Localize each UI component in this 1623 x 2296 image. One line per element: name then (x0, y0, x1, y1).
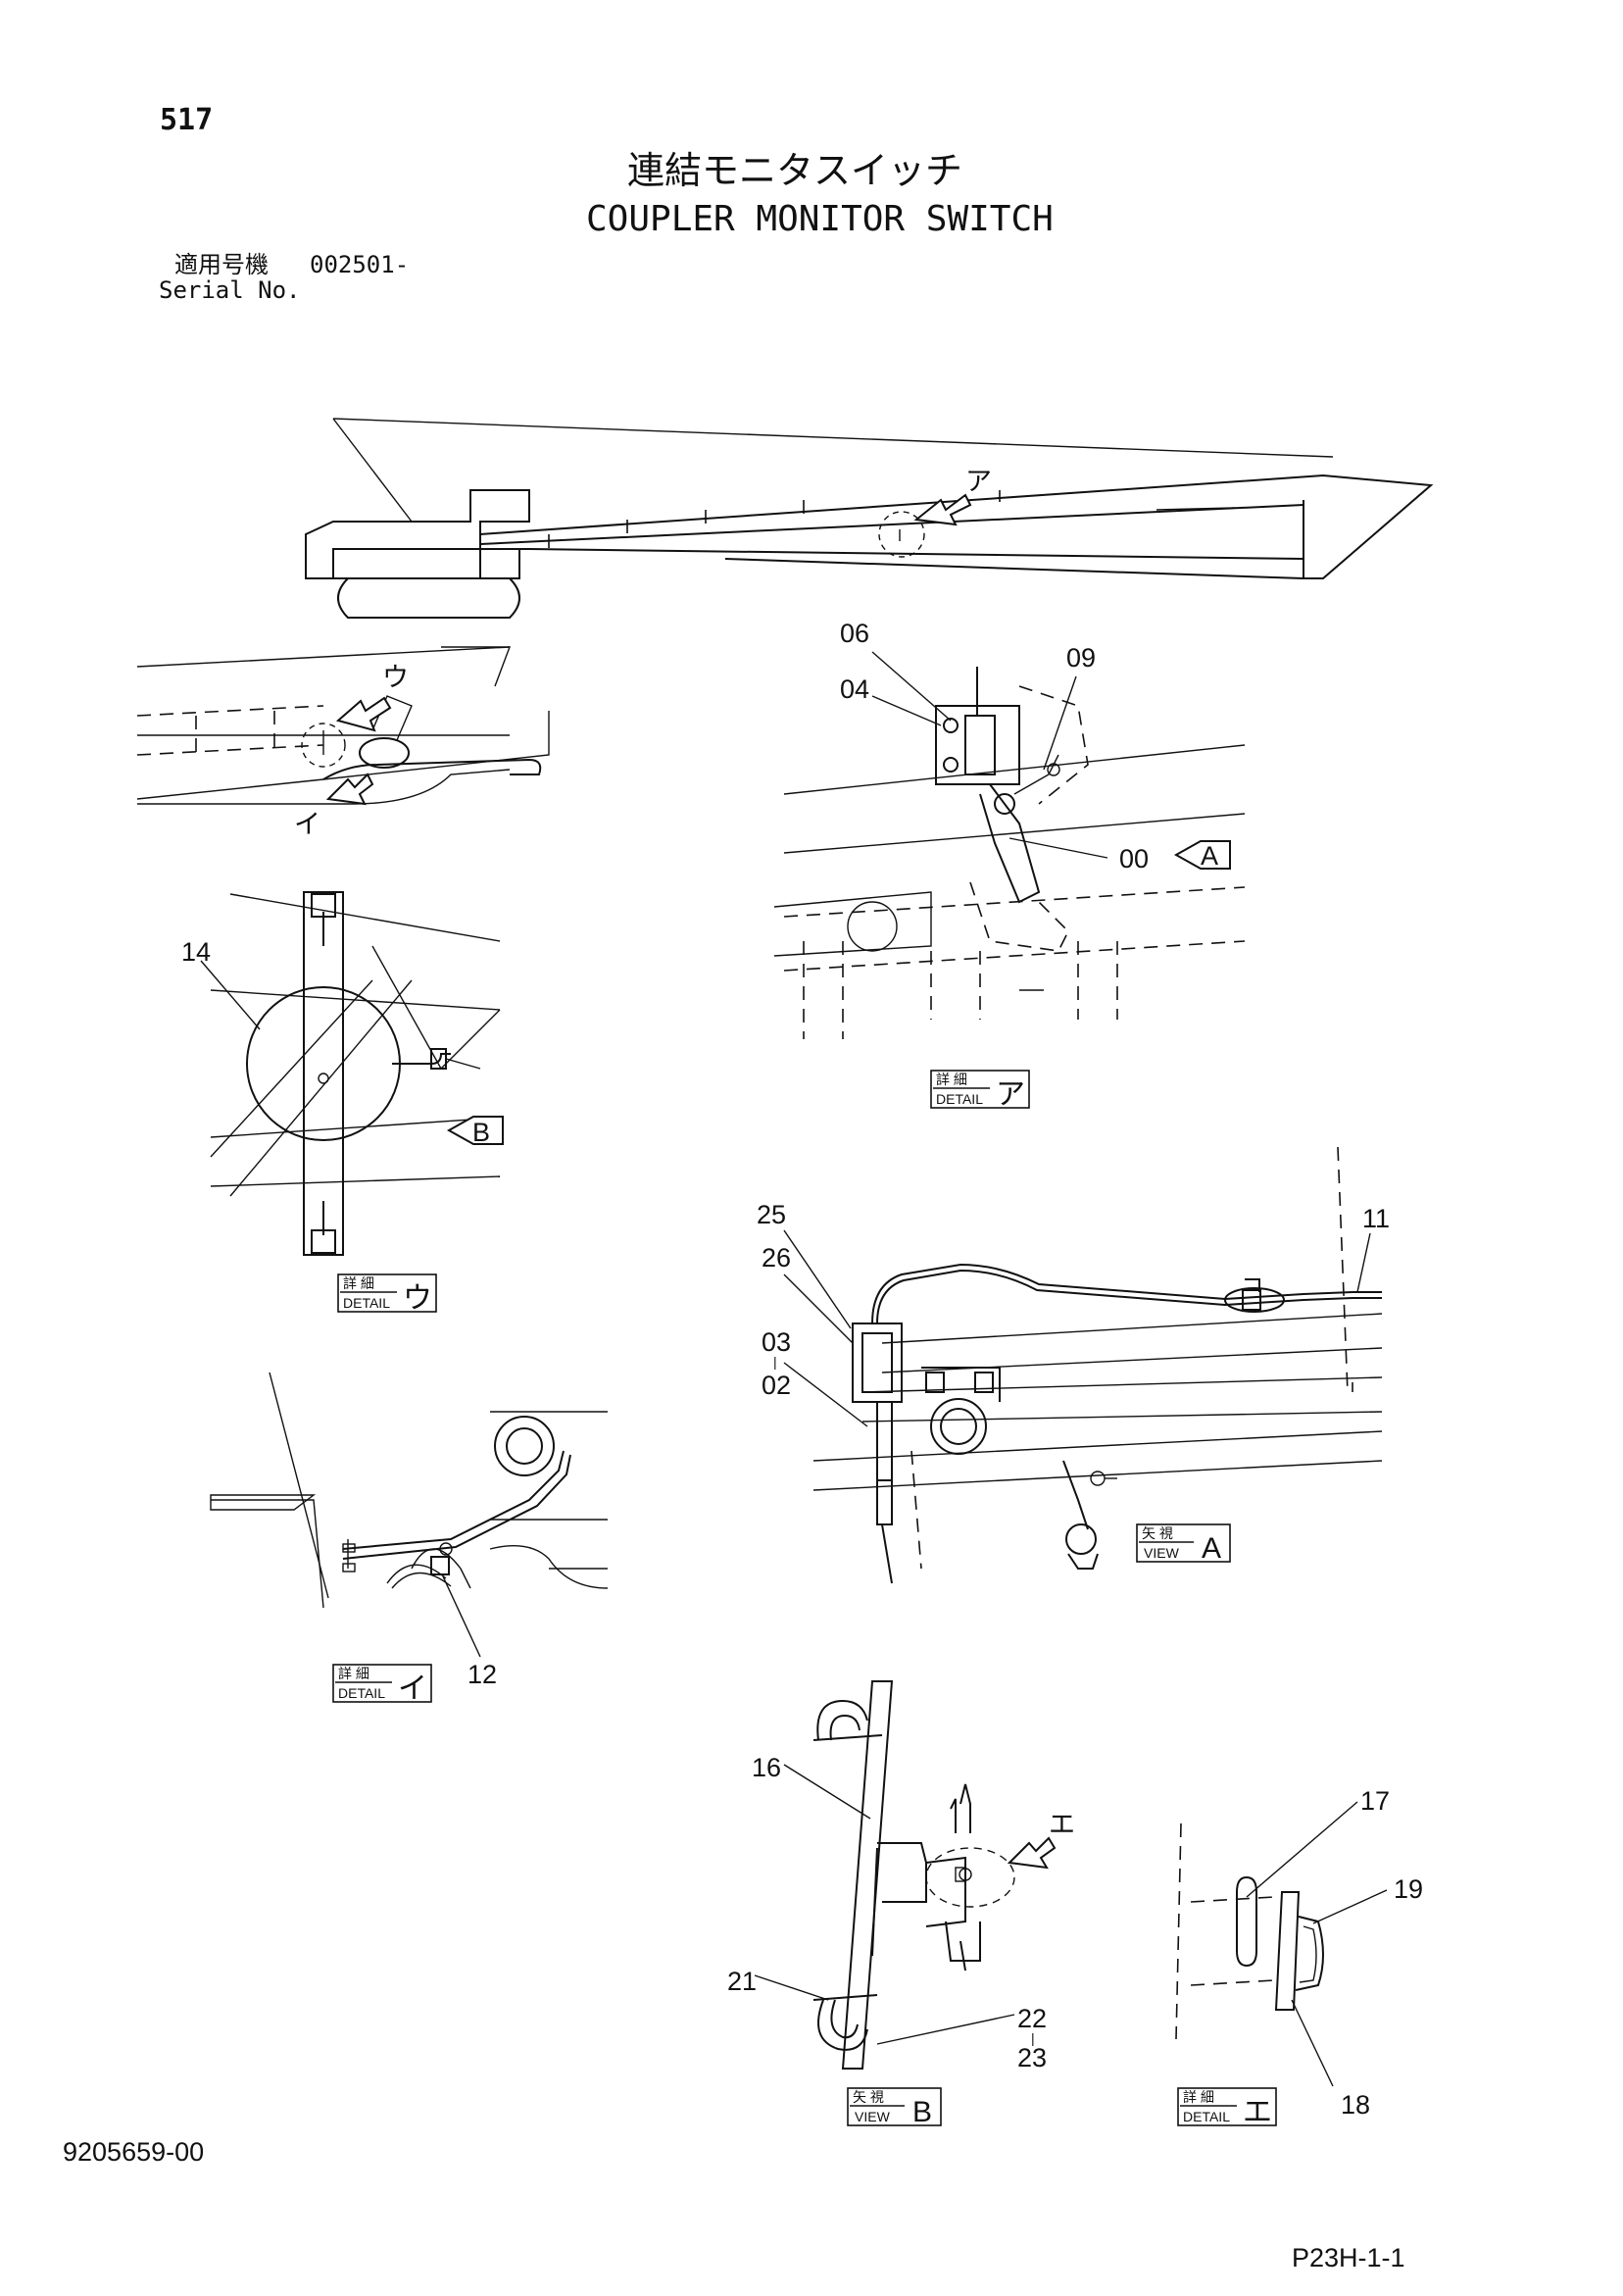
marker-arrow-a (913, 493, 972, 526)
callout-22: 22 (1017, 2004, 1047, 2033)
view-a-label: 矢 視 VIEW A (1136, 1523, 1231, 1565)
callout-separator-02-03: | (773, 1354, 777, 1370)
view-b-drawing (812, 1680, 1015, 2070)
detail-u-label-jp: 詳 細 (343, 1275, 374, 1291)
view-a-label-jp: 矢 視 (1142, 1525, 1173, 1541)
detail-a-label-jp: 詳 細 (936, 1072, 967, 1087)
detail-u-label-mark: ウ (403, 1282, 432, 1315)
callout-19: 19 (1394, 1874, 1423, 1904)
callout-25: 25 (757, 1200, 786, 1229)
title-japanese: 連結モニタスイッチ (627, 149, 963, 192)
detail-u-label-en: DETAIL (343, 1295, 390, 1311)
page-number: 517 (160, 103, 214, 137)
page-reference: P23H-1-1 (1292, 2243, 1405, 2272)
document-number: 9205659-00 (63, 2137, 205, 2167)
view-a-drawing (812, 1146, 1383, 1584)
detail-i-label-mark: イ (398, 1672, 427, 1705)
detail-e-leaders (1246, 1801, 1388, 2087)
view-b-marker: B (472, 1118, 490, 1147)
marker-e: エ (1049, 1810, 1075, 1839)
leader-14 (200, 960, 261, 1030)
callout-09: 09 (1066, 643, 1096, 673)
detail-i-drawing (210, 1372, 609, 1609)
callout-02: 02 (762, 1371, 791, 1400)
detail-e-drawing (1175, 1822, 1324, 2040)
detail-a-label-en: DETAIL (936, 1091, 983, 1107)
locator-view (136, 646, 550, 805)
callout-17: 17 (1360, 1786, 1390, 1816)
view-b-leaders (754, 1764, 1015, 2045)
marker-u: ウ (382, 663, 409, 692)
detail-i-label-en: DETAIL (338, 1685, 385, 1701)
view-a-marker: A (1201, 841, 1218, 871)
serial-value: 002501- (310, 251, 410, 278)
view-a-arrow (1173, 840, 1231, 870)
detail-a-label: 詳 細 DETAIL ア (930, 1070, 1030, 1111)
callout-26: 26 (762, 1243, 791, 1273)
detail-e-label: 詳 細 DETAIL エ (1177, 2087, 1277, 2128)
callout-12: 12 (467, 1660, 497, 1689)
marker-i: イ (294, 810, 320, 839)
marker-arrow-u (335, 696, 392, 732)
callout-14: 14 (181, 937, 211, 967)
marker-arrow-i (325, 773, 374, 806)
detail-e-label-en: DETAIL (1183, 2109, 1230, 2124)
detail-a-label-mark: ア (996, 1078, 1025, 1111)
detail-u-label: 詳 細 DETAIL ウ (337, 1273, 437, 1315)
callout-03: 03 (762, 1327, 791, 1357)
detail-u-drawing (210, 891, 501, 1256)
leader-12 (442, 1575, 481, 1658)
callout-00: 00 (1119, 844, 1149, 873)
marker-a-overview: ア (965, 467, 992, 496)
machine-overview (305, 418, 1434, 619)
view-b-label-jp: 矢 視 (853, 2089, 884, 2105)
serial-label-english: Serial No. (159, 276, 301, 304)
callout-06: 06 (840, 619, 869, 648)
callout-21: 21 (727, 1967, 757, 1996)
detail-a-leaders (871, 651, 1108, 859)
title-english: COUPLER MONITOR SWITCH (586, 199, 1054, 239)
callout-04: 04 (840, 674, 869, 704)
marker-arrow-e (1007, 1836, 1057, 1870)
view-a-label-mark: A (1202, 1532, 1221, 1565)
view-b-label: 矢 視 VIEW B (847, 2087, 942, 2128)
view-b-label-en: VIEW (855, 2109, 891, 2124)
detail-i-label-jp: 詳 細 (338, 1666, 369, 1681)
callout-18: 18 (1341, 2090, 1370, 2120)
view-b-arrow (446, 1116, 504, 1145)
detail-i-label: 詳 細 DETAIL イ (332, 1664, 432, 1705)
view-a-leaders (783, 1229, 1371, 1427)
detail-a-drawing (773, 667, 1246, 1039)
callout-16: 16 (752, 1753, 781, 1782)
callout-separator-22-23: | (1031, 2030, 1035, 2046)
view-b-label-mark: B (912, 2096, 932, 2128)
callout-11: 11 (1362, 1204, 1390, 1233)
detail-e-label-mark: エ (1243, 2096, 1272, 2128)
callout-23: 23 (1017, 2043, 1047, 2072)
detail-e-label-jp: 詳 細 (1183, 2089, 1214, 2105)
view-a-label-en: VIEW (1144, 1545, 1180, 1561)
serial-label-japanese: 適用号機 (174, 251, 269, 278)
